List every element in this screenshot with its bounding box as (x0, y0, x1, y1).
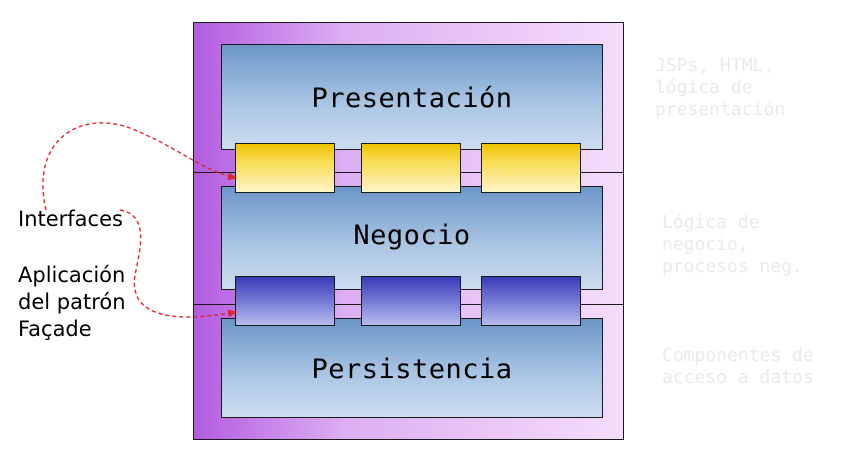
interface-box (481, 143, 581, 193)
facade-box (235, 276, 335, 326)
presentation-title: Presentación (311, 83, 513, 114)
business-note: Lógica de negocio, procesos neg. (662, 212, 803, 277)
facade-label: Aplicación del patrón Façade (18, 263, 126, 341)
interfaces-label: Interfaces (18, 207, 123, 231)
business-layer: Negocio (221, 186, 603, 290)
persistence-note: Componentes de acceso a datos (662, 345, 814, 388)
presentation-note: JSPs, HTML, lógica de presentación (655, 55, 786, 120)
interface-box (361, 143, 461, 193)
interface-box (235, 143, 335, 193)
business-title: Negocio (353, 219, 471, 251)
persistence-title: Persistencia (311, 354, 513, 385)
facade-box (361, 276, 461, 326)
interfaces-arrow (42, 122, 237, 211)
facade-box (481, 276, 581, 326)
facade-arrow (119, 209, 237, 318)
presentation-layer: Presentación (221, 44, 603, 150)
persistence-layer: Persistencia (221, 318, 603, 418)
